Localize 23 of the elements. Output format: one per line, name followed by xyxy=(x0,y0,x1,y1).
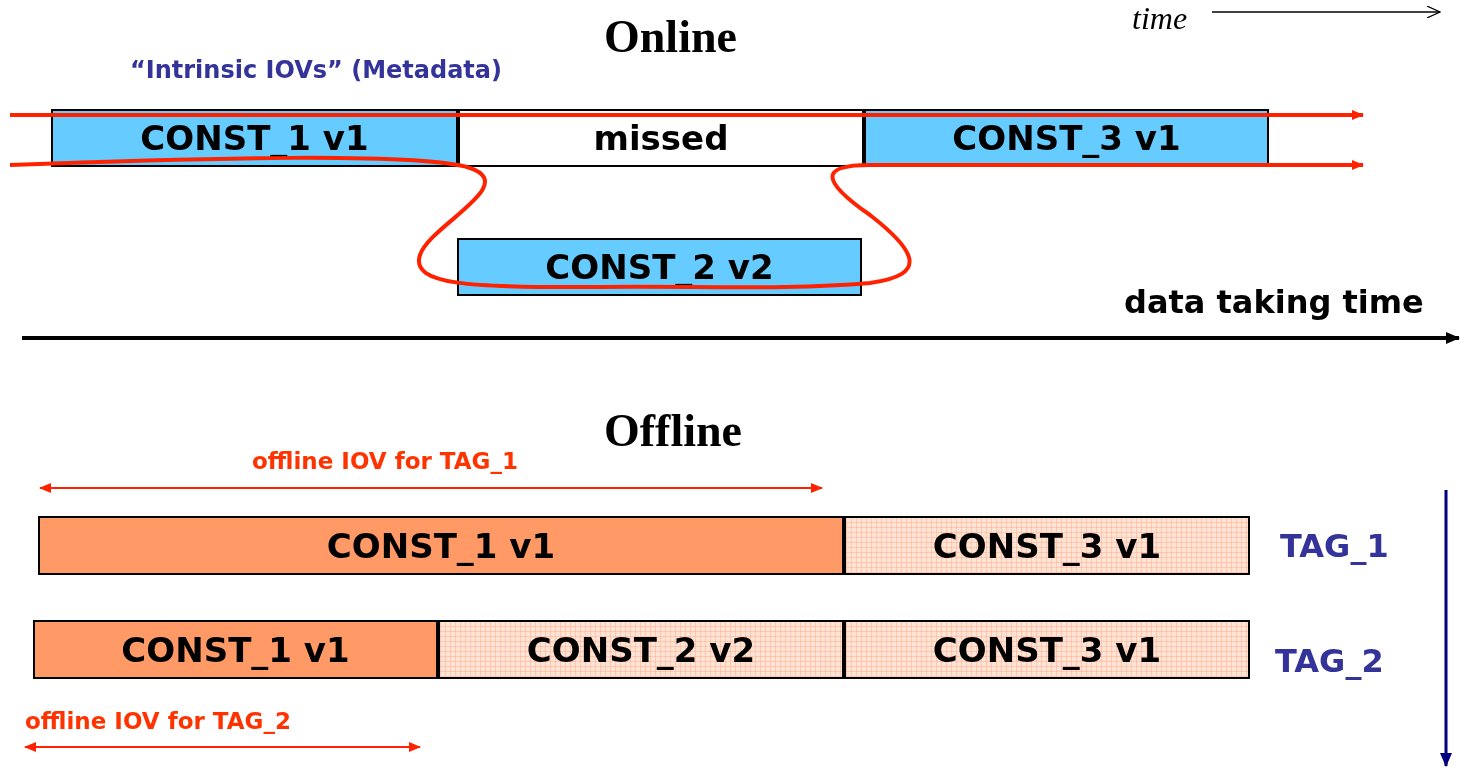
interval-label: CONST_2 v2 xyxy=(545,247,774,287)
interval-bar xyxy=(33,620,438,679)
interval-bar xyxy=(844,620,1250,679)
axis-label: data taking time xyxy=(1124,286,1424,318)
interval-bar xyxy=(458,109,864,167)
interval-label: CONST_1 v1 xyxy=(326,525,556,566)
interval-bar xyxy=(38,516,844,575)
section-heading: Offline xyxy=(604,408,742,454)
range-label: offline IOV for TAG_2 xyxy=(25,710,291,733)
interval-bar xyxy=(438,620,844,679)
interval-label: CONST_3 v1 xyxy=(932,629,1162,670)
interval-bar xyxy=(457,238,862,296)
interval-label: CONST_3 v1 xyxy=(932,525,1162,566)
axis-label: time xyxy=(1132,2,1188,34)
range-label: offline IOV for TAG_1 xyxy=(252,450,518,473)
interval-label: missed xyxy=(593,118,729,158)
interval-bar xyxy=(844,516,1250,575)
interval-label: CONST_1 v1 xyxy=(121,629,350,670)
interval-label: CONST_3 v1 xyxy=(952,118,1181,158)
interval-label: CONST_2 v2 xyxy=(526,629,756,670)
interval-label: CONST_1 v1 xyxy=(140,118,369,158)
section-heading: Online xyxy=(604,14,737,60)
annotation: “Intrinsic IOVs” (Metadata) xyxy=(130,58,502,82)
